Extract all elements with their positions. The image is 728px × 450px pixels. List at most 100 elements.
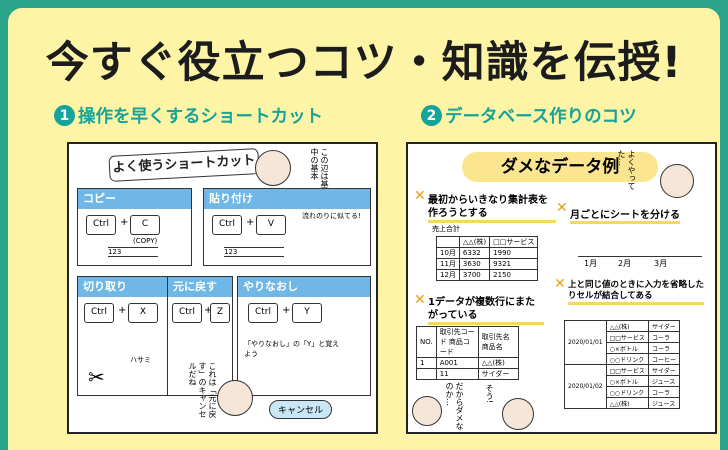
table-cell: サイダー	[647, 320, 680, 332]
ctrl-key: Ctrl	[86, 215, 116, 235]
speech-bubble: よくやってた…	[617, 150, 636, 190]
person-avatar	[502, 398, 534, 430]
v-key: V	[256, 215, 286, 235]
table-cell: 10月	[436, 247, 460, 259]
ctrl-key: Ctrl	[172, 303, 202, 323]
table-cell: コーヒー	[647, 353, 680, 365]
person-avatar	[412, 396, 442, 426]
ctrl-key: Ctrl	[84, 303, 114, 323]
month-tab: 2月	[618, 259, 632, 268]
shortcut-title: 貼り付け	[204, 189, 370, 209]
shortcut-undo: 元に戻す Ctrl + Z	[167, 276, 233, 396]
bad-example-title: 最初からいきなり集計表を作ろうとする	[428, 194, 556, 223]
table-cell: ○○ドリンク	[605, 353, 649, 365]
table-header: 取引先名 商品名	[477, 326, 519, 358]
multi-row-table: NO. 取引先コード 商品コード 取引先名 商品名 1 A001 △△(株) 1…	[416, 326, 519, 380]
shortcut-note: ハサミ	[130, 356, 151, 364]
table-cell: 3630	[458, 258, 491, 270]
table-cell: 6332	[458, 247, 491, 259]
shortcut-title: コピー	[78, 189, 191, 209]
table-caption: 売上合計	[432, 225, 460, 233]
shortcut-title: 切り取り	[78, 277, 168, 297]
y-key: Y	[292, 303, 322, 323]
x-mark-icon: ✕	[556, 200, 568, 216]
scissors-icon: ✂	[88, 365, 105, 389]
table-cell: サイダー	[647, 364, 680, 376]
bad-example-title: 月ごとにシートを分ける	[570, 206, 680, 224]
person-avatar	[660, 164, 694, 198]
table-cell: □□サービス	[605, 331, 649, 343]
x-key: X	[128, 303, 158, 323]
grid-value: 123	[224, 247, 284, 257]
shortcut-note: (COPY)	[133, 237, 158, 245]
table-header: △△(株)	[458, 236, 491, 248]
ctrl-key: Ctrl	[212, 215, 242, 235]
merged-cell-table: 2020/01/01 △△(株) サイダー □□サービス コーラ ○×ボトル コ…	[564, 320, 680, 409]
table-cell: コーラ	[647, 386, 680, 398]
month-tab: 1月	[584, 259, 598, 268]
shortcut-note: 流れのりに似てる!	[302, 212, 361, 220]
c-key: C	[130, 215, 160, 235]
shortcut-note: 「やりなおし」の「Y」と覚えよう	[244, 340, 340, 358]
table-cell: ジュース	[647, 397, 680, 409]
shortcut-cut: 切り取り Ctrl + X ✂ ハサミ	[77, 276, 169, 396]
side-note: この辺は基本中の基本	[310, 148, 329, 196]
table-cell: 12月	[436, 269, 460, 281]
table-cell: コーラ	[647, 342, 680, 354]
table-header: □□サービス	[489, 236, 539, 248]
section-label: データベース作りのコツ	[445, 107, 637, 127]
shortcut-title: やりなおし	[238, 277, 370, 297]
summary-table: △△(株) □□サービス 10月 6332 1990 11月 3630 9321…	[436, 236, 539, 281]
date-cell: 2020/01/01	[564, 320, 607, 365]
table-cell: サイダー	[477, 368, 519, 380]
table-cell: ○×ボトル	[605, 375, 649, 387]
section-heading-shortcuts: 1 操作を早くするショートカット	[54, 103, 323, 128]
table-cell: コーラ	[647, 331, 680, 343]
grid-value: 123	[108, 247, 158, 257]
table-cell: ジュース	[647, 375, 680, 387]
table-cell: △△(株)	[605, 320, 649, 332]
month-tab: 3月	[654, 259, 668, 268]
x-mark-icon: ✕	[414, 188, 426, 204]
table-cell: ○○ドリンク	[605, 386, 649, 398]
dialogue-text: だからダメなのか…	[445, 382, 464, 430]
section-number: 1	[54, 105, 75, 126]
person-avatar	[217, 380, 253, 416]
table-cell: 11月	[436, 258, 460, 270]
cancel-note: これは「元に戻す」のキャンセルだね	[188, 362, 217, 418]
table-cell: □□サービス	[605, 364, 649, 376]
table-cell: 1990	[489, 247, 539, 259]
table-cell: 9321	[489, 258, 539, 270]
x-mark-icon: ✕	[554, 276, 566, 292]
shortcut-title: 元に戻す	[168, 277, 232, 297]
x-mark-icon: ✕	[414, 292, 426, 308]
bad-example-title: 1データが複数行にまたがっている	[428, 296, 544, 325]
shortcut-copy: コピー Ctrl + C (COPY) 123	[77, 188, 192, 266]
card-banner: ダメなデータ例	[462, 152, 658, 182]
shortcut-illustration: よく使うショートカット この辺は基本中の基本 コピー Ctrl + C (COP…	[67, 142, 378, 434]
table-cell: 3700	[458, 269, 491, 281]
bad-example-title: 上と同じ値のときに入力を省略したりセルが結合してある	[568, 280, 704, 305]
dialogue-text: そう!	[485, 384, 494, 404]
person-avatar	[255, 150, 291, 186]
table-header: 取引先コード 商品コード	[435, 326, 479, 358]
ctrl-key: Ctrl	[248, 303, 278, 323]
section-number: 2	[421, 105, 442, 126]
z-key: Z	[210, 303, 230, 323]
shortcut-paste: 貼り付け Ctrl + V 流れのりに似てる! 123	[203, 188, 371, 266]
section-heading-database: 2 データベース作りのコツ	[421, 103, 637, 128]
date-cell: 2020/01/02	[564, 364, 607, 409]
database-illustration: ダメなデータ例 よくやってた… ✕ 最初からいきなり集計表を作ろうとする 売上合…	[406, 142, 717, 434]
table-cell: △△(株)	[477, 357, 519, 369]
table-cell: 2150	[489, 269, 539, 281]
table-cell: △△(株)	[605, 397, 649, 409]
shortcut-redo: やりなおし Ctrl + Y 「やりなおし」の「Y」と覚えよう	[237, 276, 371, 396]
section-label: 操作を早くするショートカット	[78, 107, 323, 127]
page-title: 今すぐ役立つコツ・知識を伝授!	[45, 38, 683, 88]
table-cell: 11	[435, 368, 479, 380]
table-cell: A001	[435, 357, 479, 369]
table-cell: 1	[416, 357, 437, 369]
cancel-label: キャンセル	[269, 400, 333, 419]
card-banner: よく使うショートカット	[108, 148, 260, 182]
table-header: NO.	[416, 326, 437, 358]
